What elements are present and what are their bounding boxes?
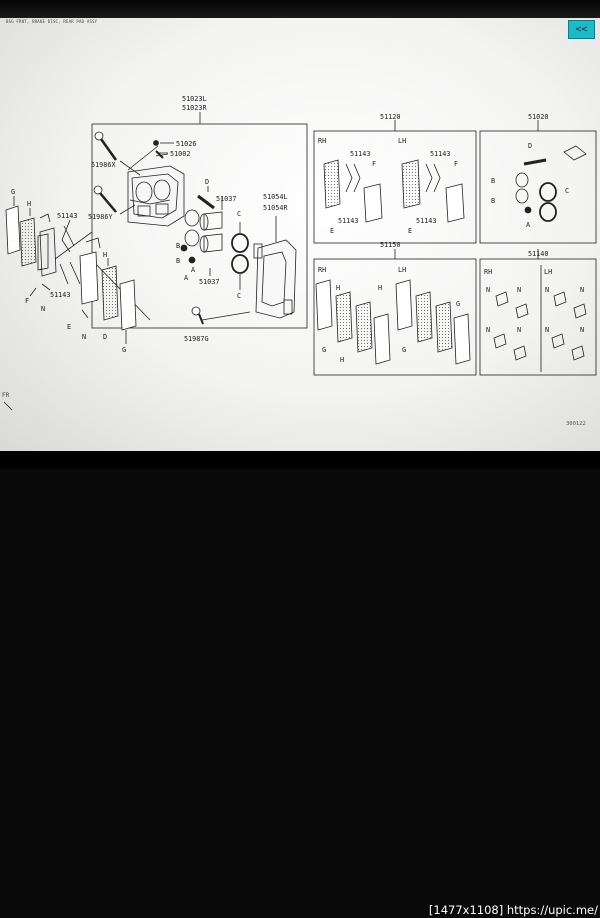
callout-clip-upper: 51143	[57, 212, 77, 220]
pin-a	[188, 256, 196, 264]
callout-piston-seal-kit: 51037	[199, 278, 219, 286]
shim-set-h3: H	[378, 284, 382, 292]
callout-h-lower: H	[103, 251, 107, 259]
callout-a-caliper: A	[184, 274, 188, 282]
callout-d-caliper: D	[205, 178, 209, 186]
pad-set-lh-clip2: 51143	[416, 217, 436, 225]
clip-kit-n7: N	[545, 326, 549, 334]
shim-set-g3: G	[456, 300, 460, 308]
pad-set-rh-clip2: 51143	[338, 217, 358, 225]
callout-caliper-l: 51023L	[182, 95, 207, 103]
shim-set-rh	[315, 279, 391, 365]
clip-kit-n5: N	[545, 286, 549, 294]
callout-h-top: H	[27, 200, 31, 208]
pin-b	[180, 244, 188, 252]
shim-set-g1: G	[322, 346, 326, 354]
shim-set-h1: H	[336, 284, 340, 292]
callout-n-a: N	[41, 305, 45, 313]
left-pad-stack	[5, 205, 137, 331]
callout-bracket-r: 51054R	[263, 204, 288, 212]
bleeder-screw-part	[155, 150, 164, 159]
pad-set-lh-e: E	[408, 227, 412, 235]
callout-g-top: G	[11, 188, 15, 196]
guide-bolt-upper	[94, 131, 118, 161]
pad-set-lh-clip: 51143	[430, 150, 450, 158]
document-header: BSG FRNT, BRAKE DISC, REAR PAD ASSY	[6, 19, 98, 24]
pad-set-rh-e: E	[330, 227, 334, 235]
callout-b-center: B	[176, 257, 180, 265]
watermark: [1477x1108] https://upic.me/	[428, 903, 598, 917]
seal-kit-number: 51020	[528, 113, 548, 121]
slide-pin-d	[197, 194, 215, 210]
clip-kit-n6: N	[580, 286, 584, 294]
shim-set-number: 51150	[380, 241, 400, 249]
clip-kit-lh-label: LH	[544, 268, 552, 276]
piston-seal-set	[184, 209, 249, 274]
pad-set-lh-f: F	[454, 160, 458, 168]
seal-kit-d: D	[528, 142, 532, 150]
clip-kit-n1: N	[486, 286, 490, 294]
caliper-bracket	[253, 239, 297, 319]
shim-set-h2: H	[340, 356, 344, 364]
callout-e-left: E	[67, 323, 71, 331]
clip-kit-n4: N	[517, 326, 521, 334]
callout-n-b: N	[82, 333, 86, 341]
shim-set-lh	[395, 279, 471, 365]
pad-set-rh-clip: 51143	[350, 150, 370, 158]
pad-set-lh-pads	[401, 159, 465, 223]
seal-kit-b1: B	[491, 177, 495, 185]
callout-f-left: F	[25, 297, 29, 305]
caliper-assembly-frame	[91, 123, 308, 329]
pad-set-number: 51120	[380, 113, 400, 121]
clip-kit-n8: N	[580, 326, 584, 334]
clip-kit-n2: N	[517, 286, 521, 294]
callout-bracket-l: 51054L	[263, 193, 288, 201]
shim-set-lh-label: LH	[398, 266, 406, 274]
parts-diagram: 51023L 51023R 51026 51002 51986X 51986Y …	[3, 95, 597, 411]
callout-g-bottom: G	[122, 346, 126, 354]
figure-code: 300122	[566, 421, 586, 427]
bleeder-cap-part	[153, 140, 159, 146]
guide-bolt-lower	[93, 185, 117, 213]
shim-set-g2: G	[402, 346, 406, 354]
screen: BSG FRNT, BRAKE DISC, REAR PAD ASSY <<	[0, 0, 600, 451]
callout-caliper-r: 51023R	[182, 104, 207, 112]
callout-bleeder-cap: 51026	[176, 140, 196, 148]
callout-a-center: A	[191, 266, 195, 274]
front-marker: FR	[2, 392, 10, 399]
callout-d-lower: D	[103, 333, 107, 341]
footer-bar: [1477x1108] https://upic.me/	[0, 451, 600, 917]
clip-kit-lh	[551, 291, 587, 361]
collapse-panel-button[interactable]: <<	[568, 20, 595, 39]
callout-bracket-bolt: 51987G	[184, 335, 209, 343]
pad-set-rh-f: F	[372, 160, 376, 168]
callout-bleeder-screw: 51002	[170, 150, 190, 158]
seal-kit-b2: B	[491, 197, 495, 205]
callout-clip-lower: 51143	[50, 291, 70, 299]
pad-set-rh-pads	[323, 159, 383, 223]
callout-pin-boot-kit: 51037	[216, 195, 236, 203]
bracket-bolt-part	[191, 306, 201, 316]
callout-guide-bolt-x: 51986X	[91, 161, 116, 169]
callout-c-right2: C	[237, 292, 241, 300]
seal-kit-a: A	[526, 221, 530, 229]
pad-set-lh-label: LH	[398, 137, 406, 145]
left-clips	[39, 213, 101, 319]
callout-c-right1: C	[237, 210, 241, 218]
pad-set-rh-label: RH	[318, 137, 326, 145]
caliper-body	[127, 165, 185, 227]
callout-guide-bolt-y: 51986Y	[88, 213, 113, 221]
front-arrow	[3, 401, 13, 411]
clip-kit-rh-label: RH	[484, 268, 492, 276]
seal-kit-c: C	[565, 187, 569, 195]
top-strip	[0, 0, 600, 18]
clip-kit-rh	[493, 291, 529, 361]
callout-b-caliper: B	[176, 242, 180, 250]
clip-kit-n3: N	[486, 326, 490, 334]
clip-kit-number: 51140	[528, 250, 548, 258]
shim-set-rh-label: RH	[318, 266, 326, 274]
seal-kit-parts	[515, 145, 587, 222]
